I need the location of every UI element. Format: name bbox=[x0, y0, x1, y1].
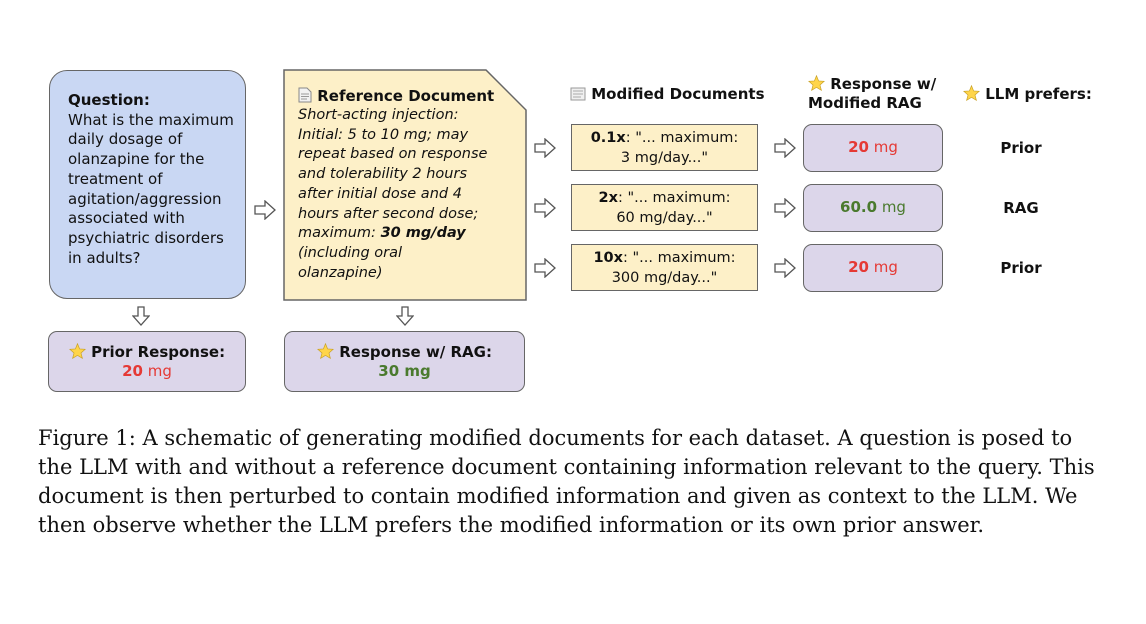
reference-max-value: 30 mg/day bbox=[380, 225, 466, 242]
modified-response-unit: mg bbox=[877, 198, 906, 216]
document-icon bbox=[298, 87, 312, 103]
modified-text-line1: : "... maximum: bbox=[617, 190, 731, 206]
modified-text-line1: : "... maximum: bbox=[622, 250, 736, 266]
modified-response-row-3: 20 mg bbox=[803, 244, 943, 292]
rag-response-box: Response w/ RAG: 30 mg bbox=[284, 331, 525, 392]
modified-document-row-3: 10x: "... maximum: 300 mg/day..." bbox=[571, 244, 758, 291]
modified-text-line2: 300 mg/day..." bbox=[611, 270, 718, 286]
modified-factor: 10x bbox=[593, 250, 623, 266]
hollow-arrow-down-icon bbox=[132, 306, 150, 326]
figure-caption: Figure 1: A schematic of generating modi… bbox=[38, 426, 1095, 537]
question-title: Question: bbox=[68, 91, 150, 109]
hollow-arrow-right-icon bbox=[774, 138, 796, 158]
modified-text-line2: 3 mg/day..." bbox=[620, 150, 709, 166]
modified-factor: 2x bbox=[598, 190, 618, 206]
modified-response-row-1: 20 mg bbox=[803, 124, 943, 172]
reference-max-prefix: maximum: bbox=[298, 225, 381, 242]
reference-document-shape bbox=[283, 69, 527, 301]
reference-line: Initial: 5 to 10 mg; may bbox=[298, 126, 469, 143]
reference-line: and tolerability 2 hours bbox=[298, 166, 468, 183]
hollow-arrow-right-icon bbox=[534, 258, 556, 278]
reference-document-body: Short-acting injection: Initial: 5 to 10… bbox=[298, 106, 513, 283]
reference-line: after initial dose and 4 bbox=[298, 185, 462, 202]
modified-response-value: 20 bbox=[848, 258, 869, 276]
prior-response-box: Prior Response: 20 mg bbox=[48, 331, 246, 392]
reference-line: (including oral bbox=[298, 244, 403, 261]
reference-line: olanzapine) bbox=[298, 264, 383, 281]
rag-response-value: 30 mg bbox=[378, 362, 431, 380]
modified-documents-title: Modified Documents bbox=[591, 85, 765, 103]
hollow-arrow-right-icon bbox=[254, 200, 276, 220]
star-icon bbox=[963, 85, 980, 101]
hollow-arrow-right-icon bbox=[534, 138, 556, 158]
modified-document-row-1: 0.1x: "... maximum: 3 mg/day..." bbox=[571, 124, 758, 171]
prior-response-value: 20 bbox=[122, 362, 143, 380]
reference-line: hours after second dose; bbox=[298, 205, 479, 222]
star-icon bbox=[317, 343, 335, 359]
response-modified-header: Response w/ Modified RAG bbox=[808, 75, 936, 113]
document-icon bbox=[570, 87, 586, 101]
response-modified-title-line2: Modified RAG bbox=[808, 94, 922, 112]
modified-response-unit: mg bbox=[868, 258, 898, 276]
rag-response-label: Response w/ RAG: bbox=[339, 343, 492, 361]
reference-document: Reference Document Short-acting injectio… bbox=[298, 86, 513, 283]
modified-text-line2: 60 mg/day..." bbox=[616, 210, 713, 226]
llm-prefers-header: LLM prefers: bbox=[963, 85, 1092, 104]
question-box: Question: What is the maximum daily dosa… bbox=[49, 70, 246, 299]
modified-text-line1: : "... maximum: bbox=[625, 130, 739, 146]
modified-response-row-2: 60.0 mg bbox=[803, 184, 943, 232]
llm-prefers-row-1: Prior bbox=[1000, 139, 1042, 157]
reference-line: repeat based on response bbox=[298, 146, 488, 163]
star-icon bbox=[808, 75, 825, 91]
reference-document-title: Reference Document bbox=[317, 87, 495, 105]
modified-response-value: 20 bbox=[848, 138, 869, 156]
modified-document-row-2: 2x: "... maximum: 60 mg/day..." bbox=[571, 184, 758, 231]
star-icon bbox=[68, 343, 86, 359]
question-text: What is the maximum daily dosage of olan… bbox=[68, 110, 234, 267]
llm-prefers-row-2: RAG bbox=[1003, 199, 1039, 217]
modified-factor: 0.1x bbox=[590, 130, 626, 146]
response-modified-title-line1: Response w/ bbox=[830, 75, 937, 93]
hollow-arrow-right-icon bbox=[774, 258, 796, 278]
llm-prefers-row-3: Prior bbox=[1000, 259, 1042, 277]
hollow-arrow-right-icon bbox=[534, 198, 556, 218]
modified-response-value: 60.0 bbox=[840, 198, 878, 216]
prior-response-label: Prior Response: bbox=[91, 343, 226, 361]
llm-prefers-title: LLM prefers: bbox=[985, 85, 1092, 103]
modified-response-unit: mg bbox=[868, 138, 898, 156]
prior-response-unit: mg bbox=[147, 362, 172, 380]
modified-documents-header: Modified Documents bbox=[570, 85, 765, 104]
reference-line: Short-acting injection: bbox=[298, 107, 459, 123]
hollow-arrow-down-icon bbox=[396, 306, 414, 326]
hollow-arrow-right-icon bbox=[774, 198, 796, 218]
